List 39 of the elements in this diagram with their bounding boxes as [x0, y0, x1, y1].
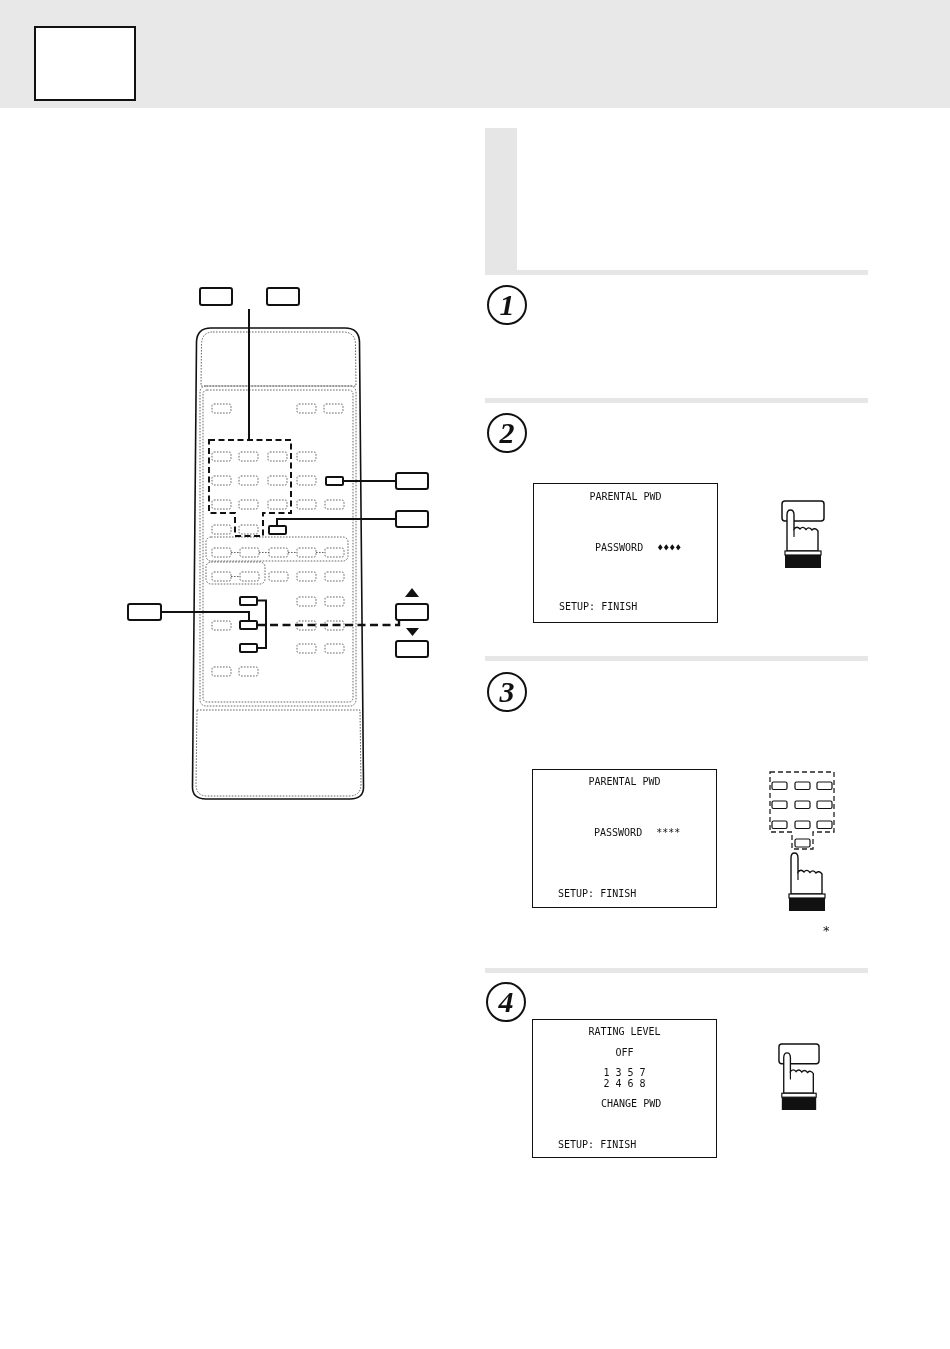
footnote-mark: *: [823, 923, 830, 938]
screen-text: SETUP: FINISH: [559, 601, 638, 613]
screen-text: CHANGE PWD: [601, 1098, 662, 1110]
screen-text: RATING LEVEL: [588, 1026, 661, 1038]
screen-text: OFF: [615, 1047, 634, 1059]
keypad-outline: [208, 439, 292, 537]
tv-screen: [532, 769, 717, 908]
step-number: 4: [486, 982, 526, 1022]
leader-line: [258, 621, 401, 627]
step-number: 2: [487, 413, 527, 453]
remote-button: [239, 620, 258, 630]
blank-label: [127, 603, 162, 621]
blank-label: [395, 510, 429, 528]
leader-line: [343, 480, 396, 482]
remote-button: [268, 525, 287, 535]
tv-screen: [532, 1019, 717, 1158]
screen-text: PASSWORD ****: [594, 827, 681, 839]
blank-label: [199, 287, 233, 306]
step-number: 3: [487, 672, 527, 712]
screen-text: SETUP: FINISH: [558, 1139, 637, 1151]
remote-button: [239, 643, 258, 653]
leader-line: [248, 308, 250, 440]
tv-screen: [533, 483, 718, 623]
screen-text: 2 4 6 8: [603, 1078, 646, 1090]
blank-label: [266, 287, 300, 306]
screen-text: SETUP: FINISH: [558, 888, 637, 900]
blank-label: [395, 603, 429, 621]
remote-button: [325, 476, 344, 486]
leader-line: [161, 611, 250, 621]
screen-text: PASSWORD ♦♦♦♦: [595, 542, 682, 554]
remote-button: [239, 596, 258, 606]
screen-text: PARENTAL PWD: [588, 776, 661, 788]
leader-line: [276, 518, 396, 526]
step-number: 1: [487, 285, 527, 325]
blank-label: [395, 472, 429, 490]
bracket: [257, 599, 267, 649]
screen-text: PARENTAL PWD: [589, 491, 662, 503]
screen-text: 1 3 5 7: [603, 1067, 646, 1079]
blank-label: [395, 640, 429, 658]
